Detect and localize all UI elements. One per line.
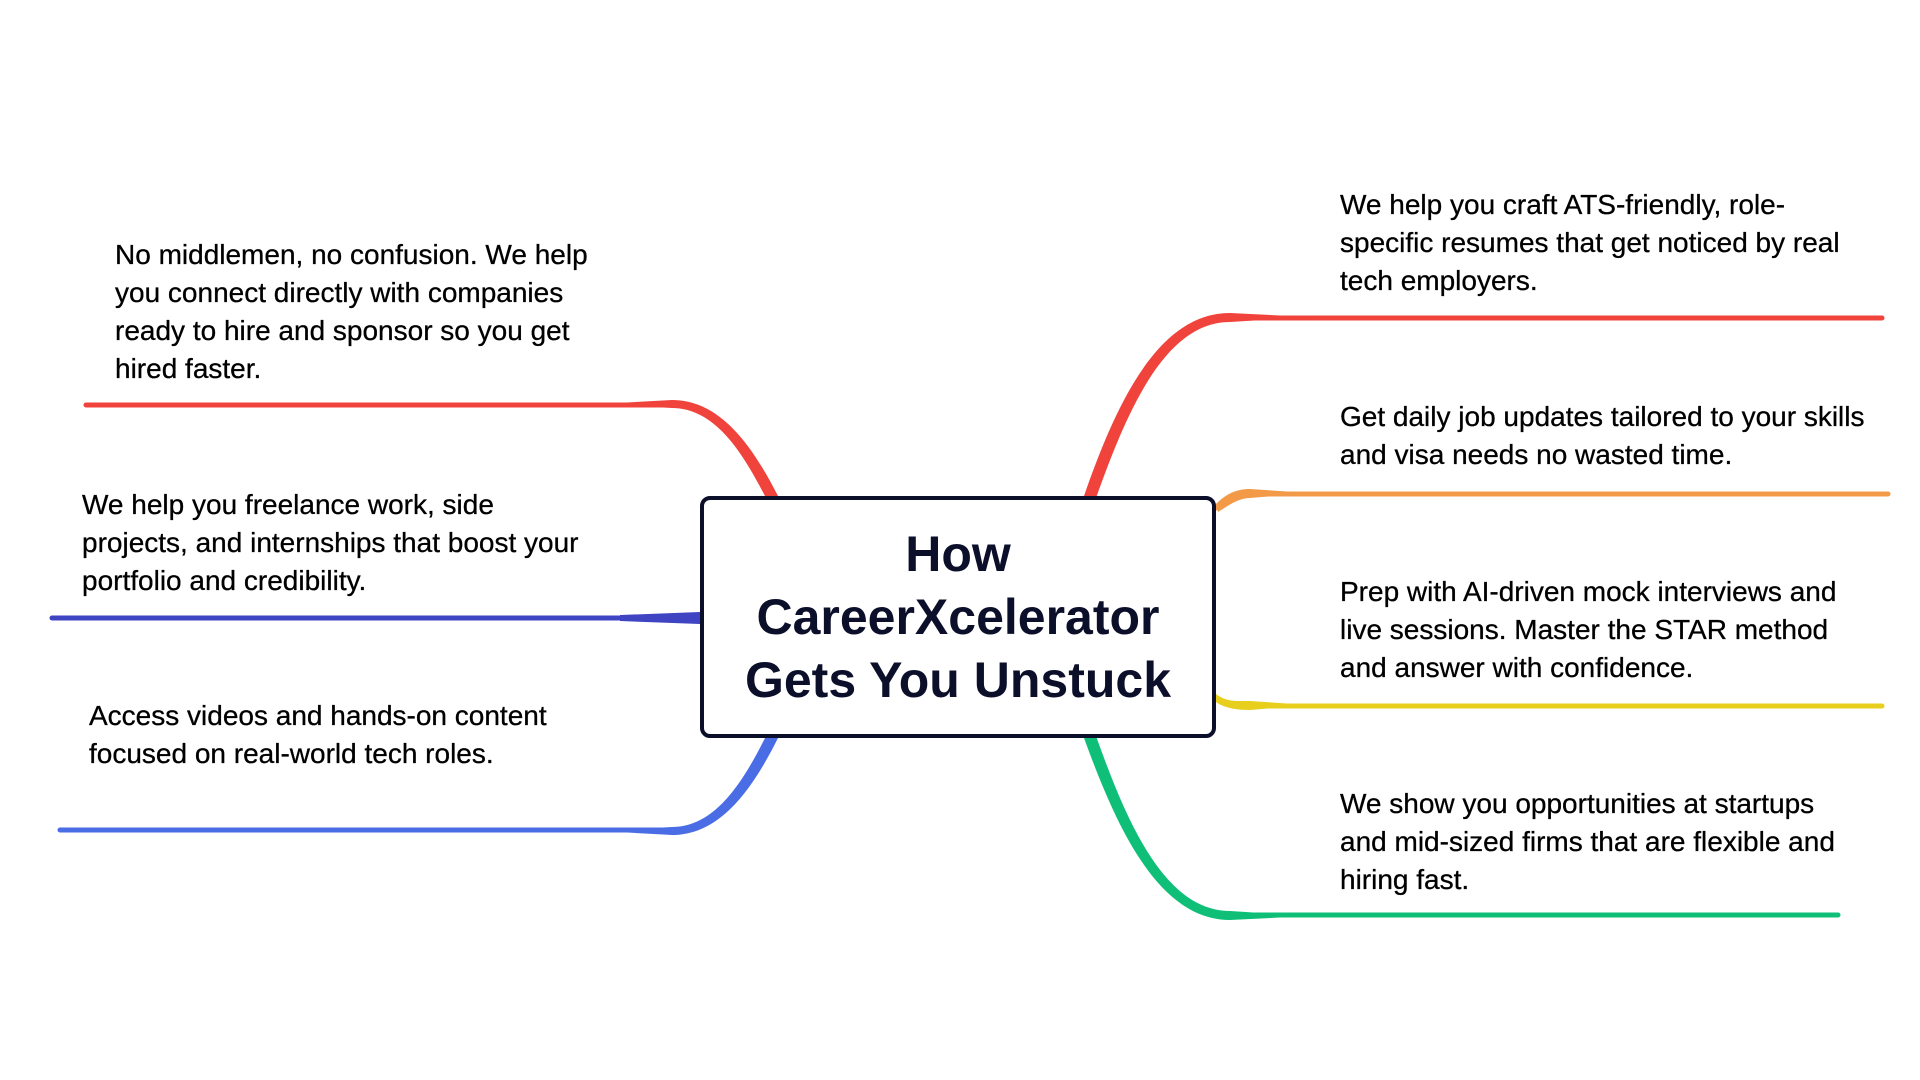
central-topic-box: How CareerXcelerator Gets You Unstuck bbox=[700, 496, 1216, 738]
central-topic-title: How CareerXcelerator Gets You Unstuck bbox=[744, 525, 1172, 708]
branch-note-opportunities: We show you opportunities at startups an… bbox=[1340, 788, 1835, 895]
branch-connector-r2 bbox=[1213, 491, 1891, 511]
branch-connector-r2-taper bbox=[1216, 489, 1310, 512]
branch-note-learning-content: Access videos and hands-on content focus… bbox=[89, 700, 547, 769]
branch-connector-r3 bbox=[1213, 695, 1885, 709]
branch-note-freelance-projects: We help you freelance work, side project… bbox=[82, 489, 579, 596]
branch-note-direct-hiring: No middlemen, no confusion. We help you … bbox=[115, 239, 588, 384]
branch-connector-l2-taper bbox=[620, 612, 700, 624]
branch-note-mock-interviews: Prep with AI-driven mock interviews and … bbox=[1340, 576, 1837, 683]
branch-connector-l3-taper bbox=[600, 736, 778, 835]
branch-note-resumes: We help you craft ATS-friendly, role-spe… bbox=[1340, 189, 1840, 296]
branch-connector-l1-taper bbox=[600, 400, 778, 498]
branch-connector-r1-taper bbox=[1084, 313, 1310, 498]
branch-connector-r4-taper bbox=[1084, 736, 1310, 920]
branch-note-job-updates: Get daily job updates tailored to your s… bbox=[1340, 401, 1865, 470]
branch-connector-l1 bbox=[83, 402, 775, 499]
branch-connector-r3-taper bbox=[1216, 694, 1310, 710]
